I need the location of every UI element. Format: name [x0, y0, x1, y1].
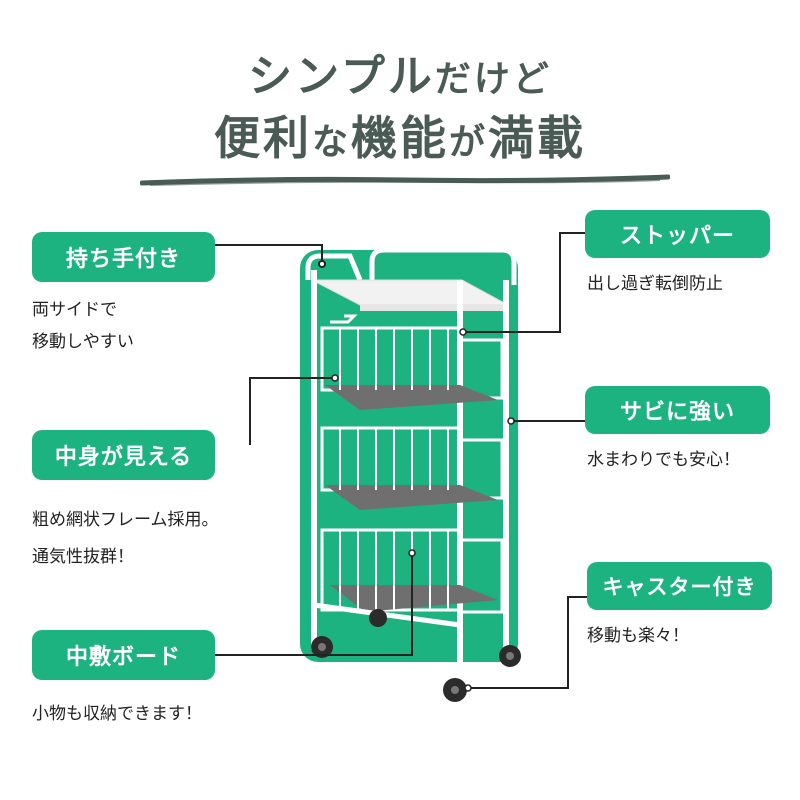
feature-stopper-desc: 出し過ぎ転倒防止 [587, 274, 723, 294]
brush-underline [140, 174, 670, 186]
feature-handle-label: 持ち手付き [32, 232, 215, 282]
feature-stopper-label: ストッパー [585, 210, 770, 258]
feature-rust-label: サビに強い [585, 386, 770, 434]
feature-handle-desc: 両サイドで 移動しやすい [32, 300, 134, 353]
heading-line-1: シンプルだけど [248, 51, 552, 102]
feature-board-label: 中敷ボード [32, 630, 215, 680]
feature-visible-desc: 粗め網状フレーム採用。 通気性抜群！ [32, 510, 219, 568]
feature-caster-desc: 移動も楽々！ [587, 626, 689, 646]
feature-board-desc: 小物も収納できます！ [32, 704, 202, 724]
heading-line-2: 便利な機能が満載 [213, 111, 587, 165]
feature-caster-label: キャスター付き [587, 562, 772, 610]
feature-visible-label: 中身が見える [32, 430, 215, 480]
feature-rust-desc: 水まわりでも安心！ [587, 450, 740, 470]
